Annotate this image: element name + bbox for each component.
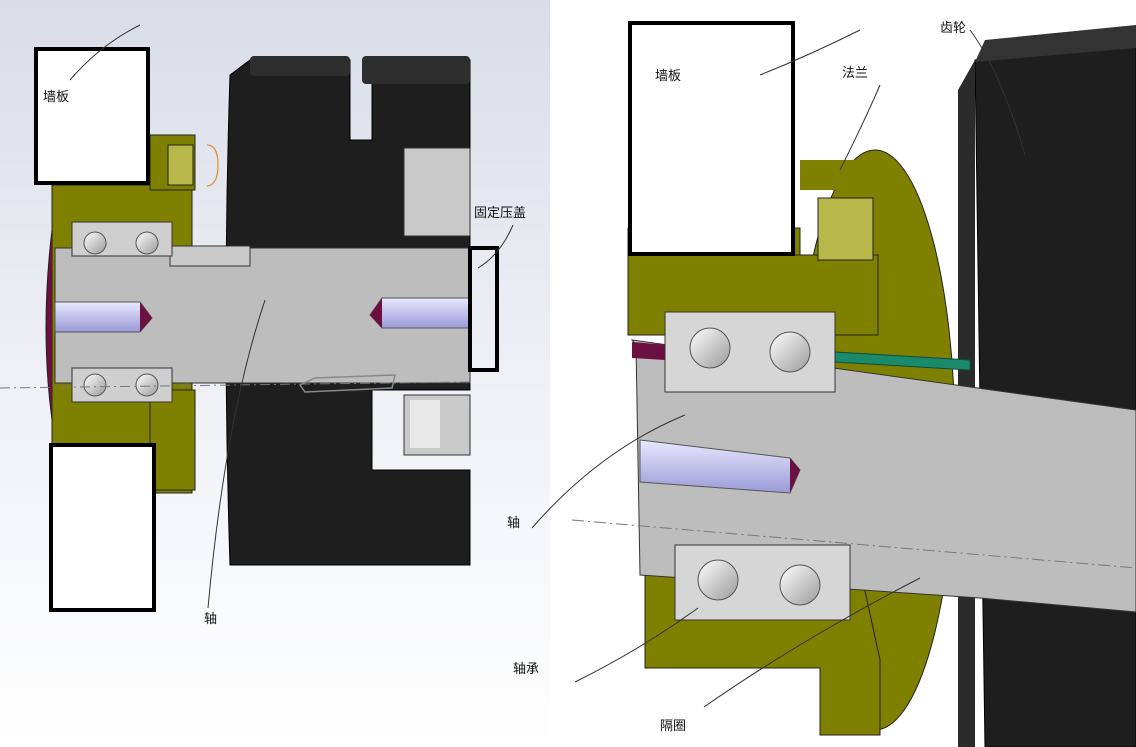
label-bearing: 轴承	[513, 662, 540, 677]
label-gear: 齿轮	[940, 21, 967, 36]
leader-spacer	[703, 577, 921, 708]
label-fixed-cover: 固定压盖	[474, 206, 527, 221]
label-flange: 法兰	[842, 66, 869, 81]
left-bearings	[71, 221, 173, 403]
leader-wall-plate-left	[69, 24, 141, 81]
left-sketch	[298, 374, 396, 393]
left-view	[0, 0, 550, 747]
left-wall-plate-box-bottom	[49, 443, 156, 612]
leader-wall-plate-right	[759, 29, 861, 76]
right-bearings	[664, 311, 851, 621]
leader-bearing	[574, 607, 699, 683]
left-shaft	[54, 245, 471, 384]
leader-gear	[969, 29, 1026, 156]
leader-shaft-left	[207, 299, 266, 609]
leader-flange	[839, 84, 881, 171]
right-center-line	[571, 519, 1136, 569]
label-wall-plate-right: 墙板	[655, 69, 682, 84]
leader-fixed-cover	[477, 224, 514, 269]
right-wall-plate-box	[628, 21, 795, 256]
leader-shaft-right	[531, 414, 686, 529]
right-view	[531, 0, 1136, 747]
left-center-line	[0, 381, 471, 389]
fixed-cover-box	[468, 246, 499, 372]
label-shaft-left: 轴	[204, 612, 218, 627]
right-shaft	[630, 339, 1136, 613]
left-wall-plate-box-top	[34, 47, 150, 185]
label-shaft-right: 轴	[507, 516, 521, 531]
label-spacer: 隔圈	[660, 719, 687, 734]
label-wall-plate-left: 墙板	[43, 90, 70, 105]
orange-bracket	[206, 144, 219, 187]
right-gear	[958, 25, 1136, 747]
